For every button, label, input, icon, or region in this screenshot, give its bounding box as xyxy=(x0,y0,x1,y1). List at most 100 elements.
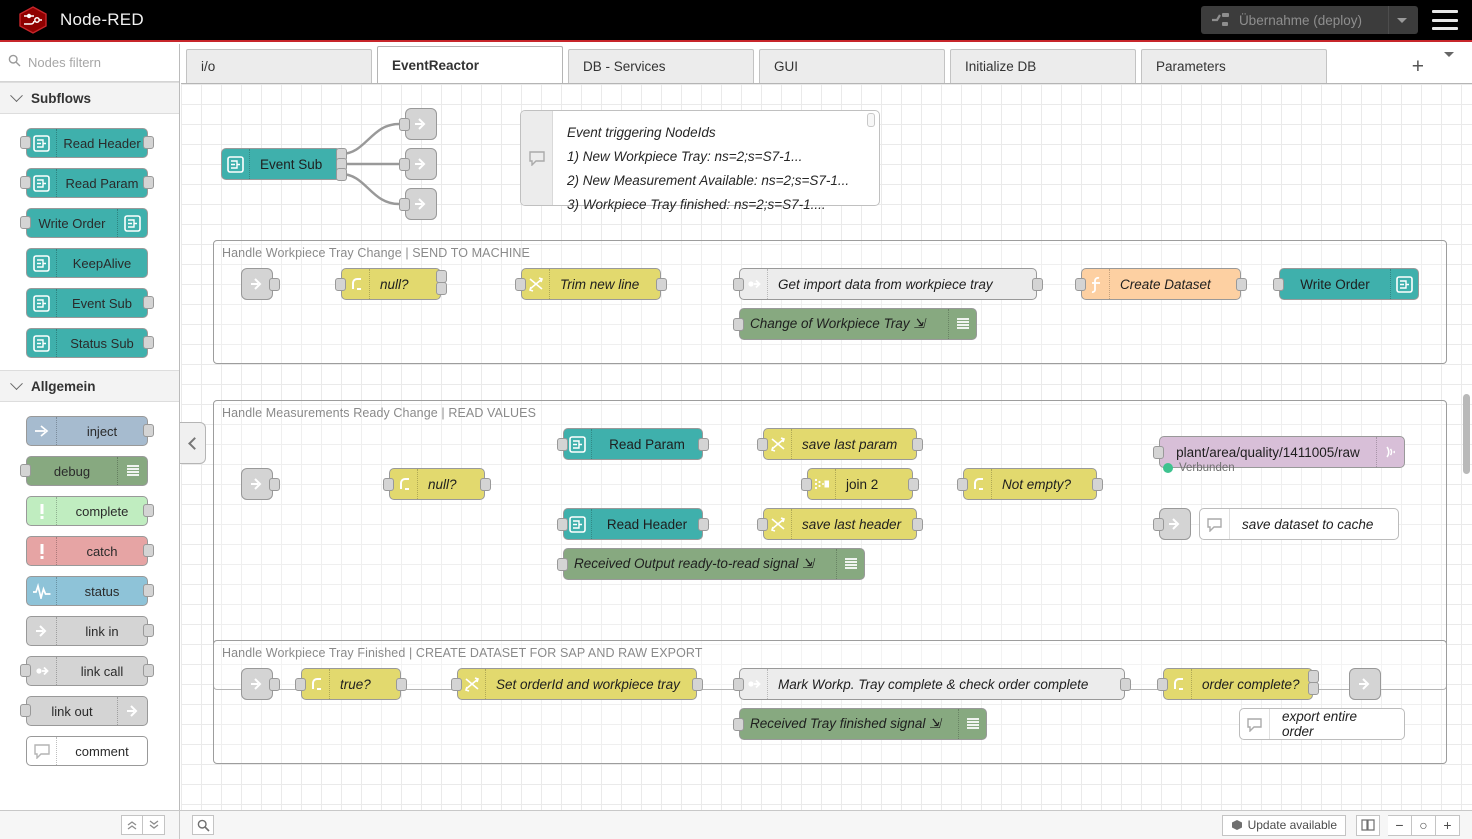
node-output-port[interactable] xyxy=(336,168,347,181)
node-input-port[interactable] xyxy=(1157,678,1168,691)
palette-node-read-param[interactable]: Read Param xyxy=(26,168,148,198)
update-available-button[interactable]: Update available xyxy=(1221,814,1346,836)
node-write-order-g1[interactable]: Write Order xyxy=(1279,268,1419,300)
node-output-port[interactable] xyxy=(1236,278,1247,291)
node-join-g2[interactable]: join 2 xyxy=(807,468,913,500)
node-output-port[interactable] xyxy=(269,478,280,491)
node-input-port[interactable] xyxy=(757,518,768,531)
node-event-sub[interactable]: Event Sub xyxy=(221,148,341,180)
node-input-port[interactable] xyxy=(557,438,568,451)
node-output-port[interactable] xyxy=(480,478,491,491)
node-input-port[interactable] xyxy=(801,478,812,491)
flow-group-1[interactable]: Handle Workpiece Tray Change | SEND TO M… xyxy=(213,240,1447,364)
node-switch-null-g2[interactable]: null? xyxy=(389,468,485,500)
node-input-port[interactable] xyxy=(335,278,346,291)
node-input-port[interactable] xyxy=(1153,446,1164,459)
tab-initialize-db[interactable]: Initialize DB xyxy=(950,49,1136,83)
node-output-port[interactable] xyxy=(912,438,923,451)
zoom-reset-button[interactable]: ○ xyxy=(1412,814,1436,836)
palette-node-read-header[interactable]: Read Header xyxy=(26,128,148,158)
node-input-port[interactable] xyxy=(557,518,568,531)
tab-list-dropdown-button[interactable] xyxy=(1440,52,1468,75)
palette-node-link-call[interactable]: link call xyxy=(26,656,148,686)
flow-canvas[interactable]: Event Sub xyxy=(181,84,1472,810)
node-debug-tray-finished-g3[interactable]: Received Tray finished signal ⇲ xyxy=(739,708,987,740)
node-input-port[interactable] xyxy=(1273,278,1284,291)
node-switch-null-g1[interactable]: null? xyxy=(341,268,441,300)
tab-parameters[interactable]: Parameters xyxy=(1141,49,1327,83)
node-save-last-header-g2[interactable]: save last header xyxy=(763,508,917,540)
comment-save-dataset-cache-g2[interactable]: save dataset to cache xyxy=(1199,508,1399,540)
palette-node-catch[interactable]: catch xyxy=(26,536,148,566)
node-output-port[interactable] xyxy=(1032,278,1043,291)
node-output-port[interactable] xyxy=(698,518,709,531)
node-output-port[interactable] xyxy=(1092,478,1103,491)
node-switch-order-complete-g3[interactable]: order complete? xyxy=(1163,668,1313,700)
node-input-port[interactable] xyxy=(733,318,744,331)
node-read-param-g2[interactable]: Read Param xyxy=(563,428,703,460)
node-input-port[interactable] xyxy=(733,278,744,291)
palette-node-inject[interactable]: inject xyxy=(26,416,148,446)
tab-gui[interactable]: GUI xyxy=(759,49,945,83)
node-input-port[interactable] xyxy=(557,558,568,571)
node-input-port[interactable] xyxy=(399,198,410,211)
palette-group-header-allgemein[interactable]: Allgemein xyxy=(0,370,179,402)
node-input-port[interactable] xyxy=(733,678,744,691)
zoom-in-button[interactable]: + xyxy=(1436,814,1460,836)
palette-node-complete[interactable]: complete xyxy=(26,496,148,526)
node-input-port[interactable] xyxy=(1075,278,1086,291)
deploy-dropdown-button[interactable] xyxy=(1388,6,1414,34)
palette-node-debug[interactable]: debug xyxy=(26,456,148,486)
node-output-port[interactable] xyxy=(436,282,447,295)
toggle-sidebar-button[interactable] xyxy=(1356,814,1380,836)
node-link-out[interactable] xyxy=(405,108,437,140)
main-menu-button[interactable] xyxy=(1432,10,1458,30)
node-change-trim-g1[interactable]: Trim new line xyxy=(521,268,661,300)
tab-i-o[interactable]: i/o xyxy=(186,49,372,83)
node-output-port[interactable] xyxy=(698,438,709,451)
comment-export-order-g3[interactable]: export entire order xyxy=(1239,708,1405,740)
expand-all-button[interactable] xyxy=(143,815,165,835)
palette-node-link-in[interactable]: link in xyxy=(26,616,148,646)
node-input-port[interactable] xyxy=(383,478,394,491)
node-link-in-g2[interactable] xyxy=(241,468,273,500)
node-input-port[interactable] xyxy=(1153,518,1164,531)
node-debug-change-workpiece-g1[interactable]: Change of Workpiece Tray ⇲ xyxy=(739,308,977,340)
node-function-create-dataset-g1[interactable]: Create Dataset xyxy=(1081,268,1241,300)
node-not-empty-g2[interactable]: Not empty? xyxy=(963,468,1097,500)
add-flow-button[interactable]: + xyxy=(1411,54,1424,78)
tab-db-services[interactable]: DB - Services xyxy=(568,49,754,83)
node-output-port[interactable] xyxy=(269,678,280,691)
node-output-port[interactable] xyxy=(656,278,667,291)
node-link-in-g3[interactable] xyxy=(241,668,273,700)
flow-canvas-viewport[interactable]: Event Sub xyxy=(181,84,1472,810)
palette-search-row[interactable] xyxy=(0,44,179,82)
canvas-search-button[interactable] xyxy=(192,815,214,835)
flow-group-3[interactable]: Handle Workpiece Tray Finished | CREATE … xyxy=(213,640,1447,764)
canvas-vertical-scrollbar[interactable] xyxy=(1463,394,1470,474)
node-input-port[interactable] xyxy=(515,278,526,291)
tab-eventreactor[interactable]: EventReactor xyxy=(377,46,563,83)
node-mqtt-out-g2[interactable]: plant/area/quality/1411005/raw xyxy=(1159,436,1405,468)
node-change-set-orderid-g3[interactable]: Set orderId and workpiece tray xyxy=(457,668,697,700)
note-resize-handle[interactable] xyxy=(867,113,875,127)
zoom-out-button[interactable]: − xyxy=(1388,814,1412,836)
deploy-button[interactable]: Übernahme (deploy) xyxy=(1200,6,1418,34)
node-input-port[interactable] xyxy=(733,718,744,731)
node-output-port[interactable] xyxy=(692,678,703,691)
palette-group-header-subflows[interactable]: Subflows xyxy=(0,82,179,114)
node-read-header-g2[interactable]: Read Header xyxy=(563,508,703,540)
node-output-port[interactable] xyxy=(912,518,923,531)
node-output-port[interactable] xyxy=(908,478,919,491)
node-output-port[interactable] xyxy=(1308,682,1319,695)
node-input-port[interactable] xyxy=(295,678,306,691)
node-switch-true-g3[interactable]: true? xyxy=(301,668,401,700)
node-link-out-g3[interactable] xyxy=(1349,668,1381,700)
collapse-all-button[interactable] xyxy=(121,815,143,835)
node-input-port[interactable] xyxy=(957,478,968,491)
node-output-port[interactable] xyxy=(269,278,280,291)
palette-node-comment[interactable]: comment xyxy=(26,736,148,766)
node-input-port[interactable] xyxy=(399,118,410,131)
node-input-port[interactable] xyxy=(399,158,410,171)
